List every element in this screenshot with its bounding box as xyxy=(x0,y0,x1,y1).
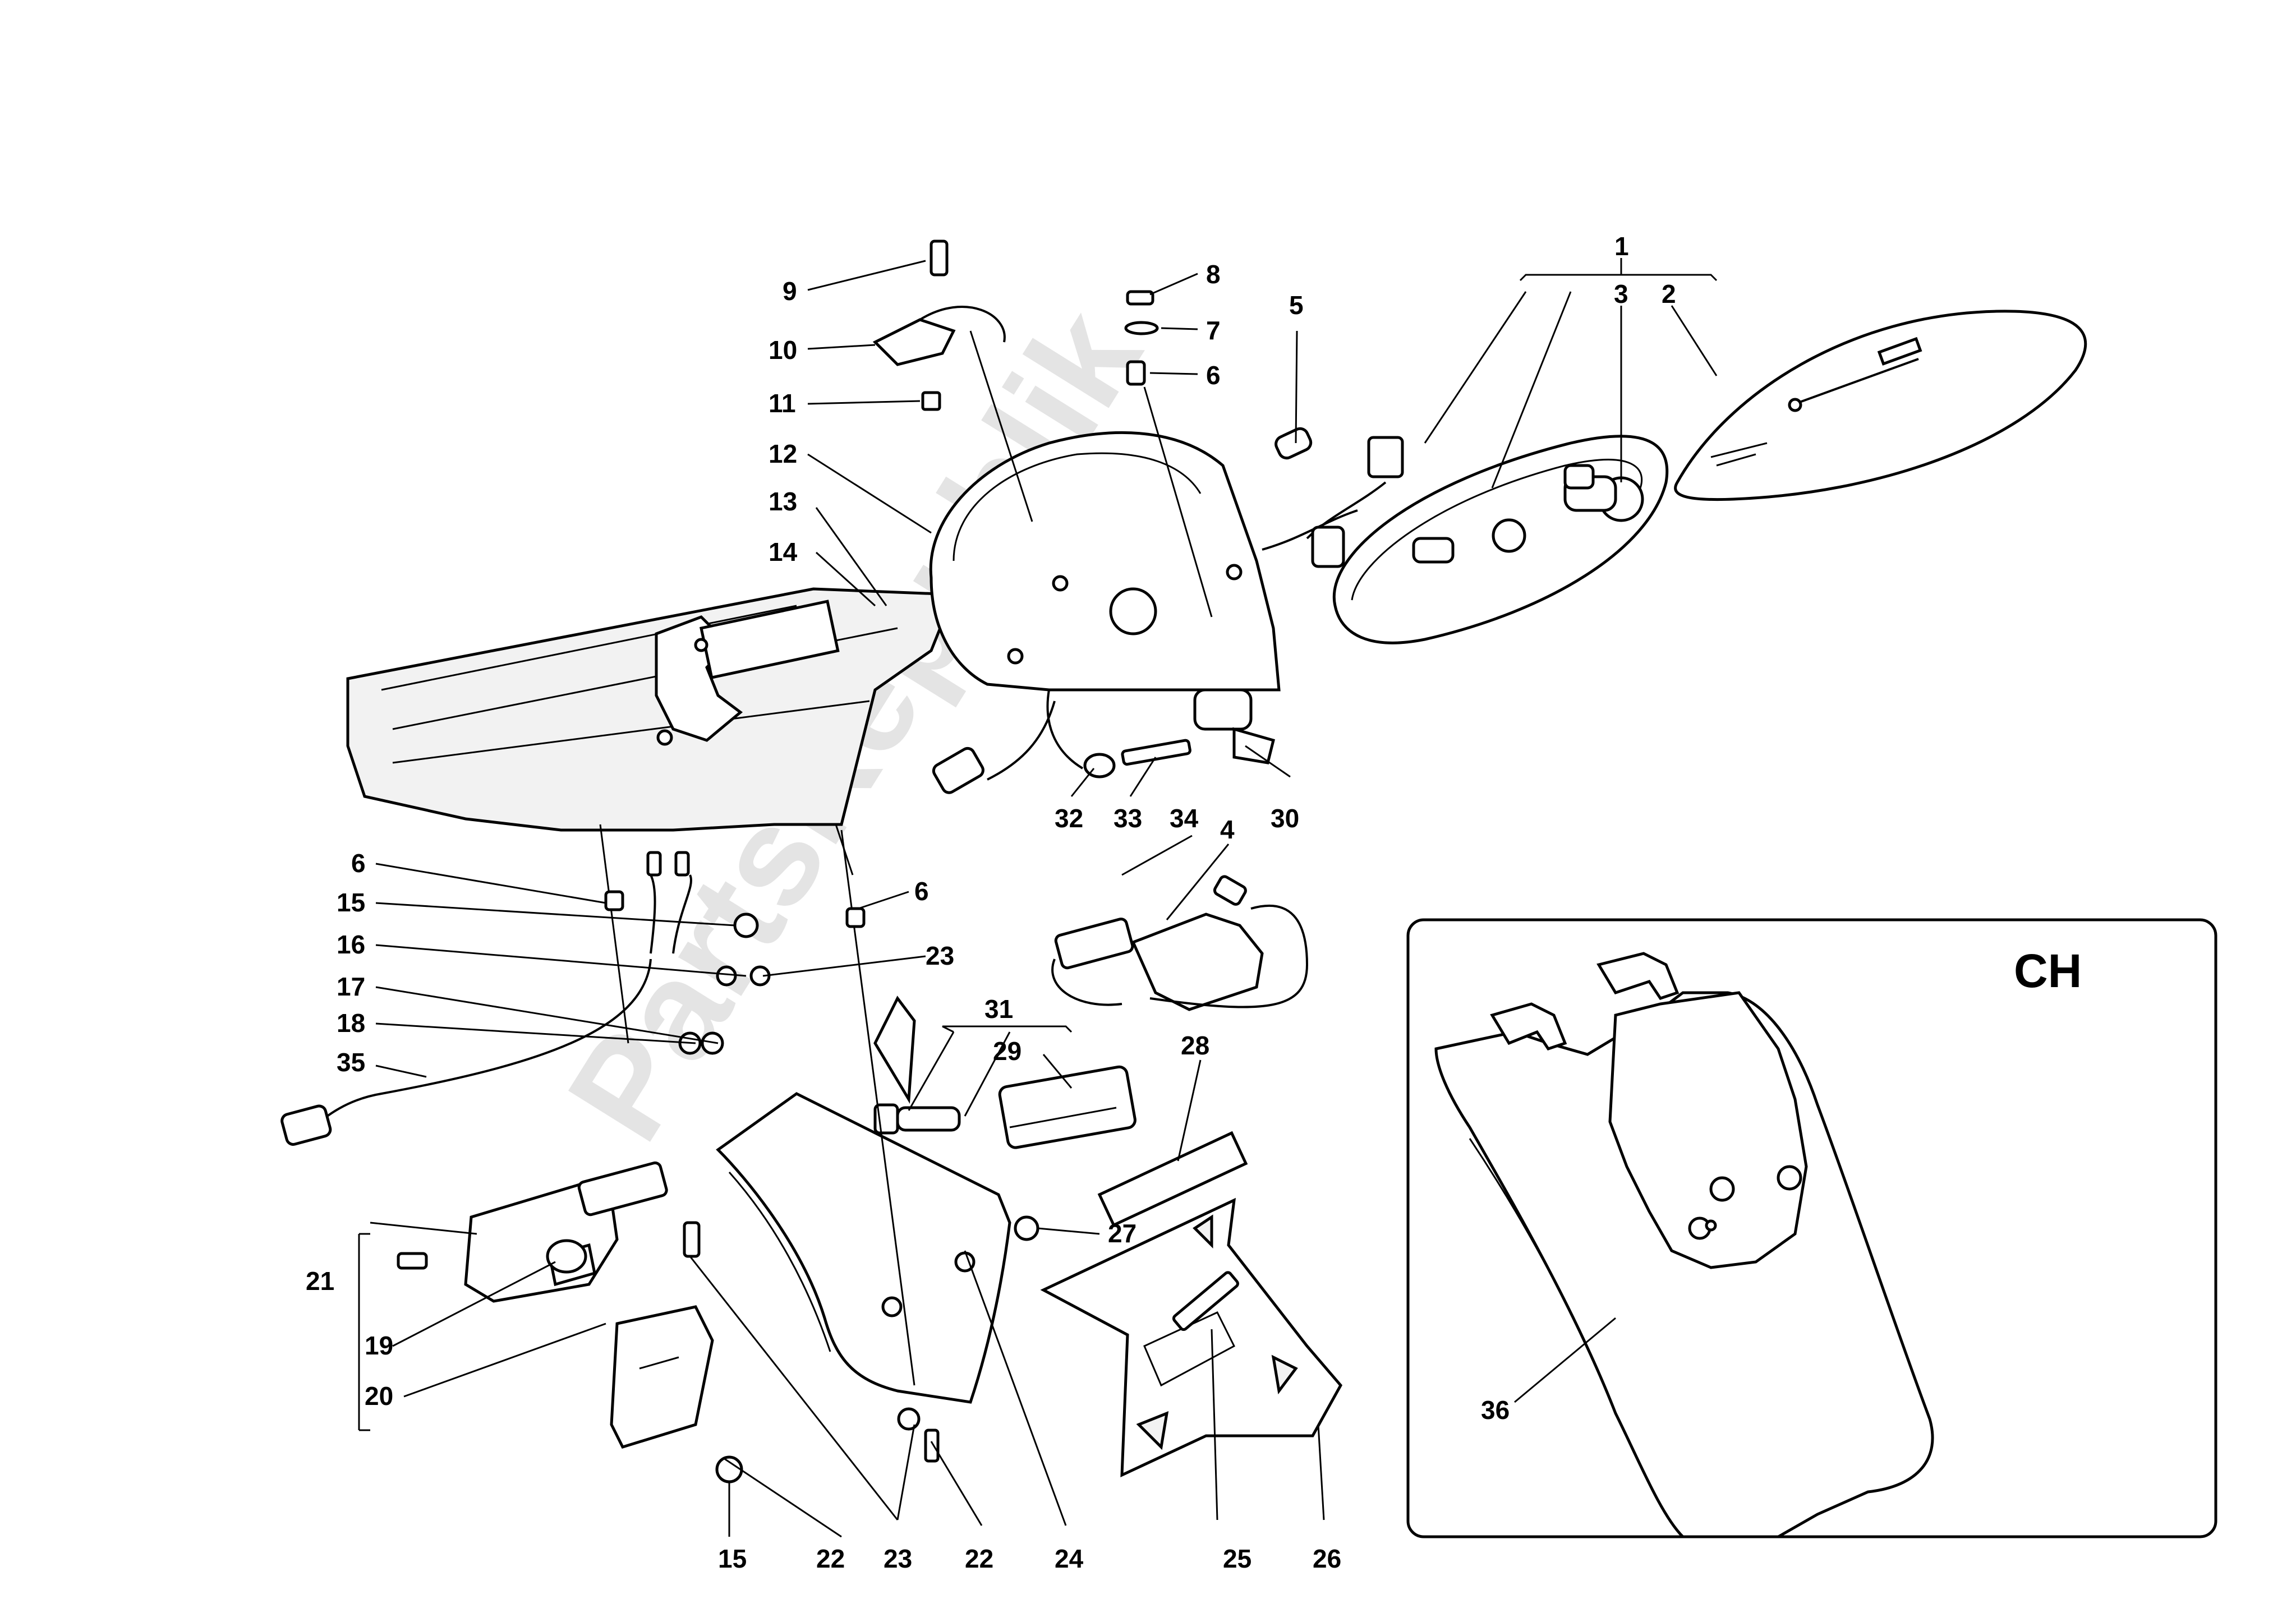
callout-23-upper: 23 xyxy=(926,941,954,970)
callout-26: 26 xyxy=(1313,1544,1341,1573)
connector-35 xyxy=(280,959,652,1146)
fasteners xyxy=(397,851,1039,1483)
callout-15-lower: 15 xyxy=(718,1544,747,1573)
callout-32: 32 xyxy=(1055,804,1083,833)
callout-30: 30 xyxy=(1271,804,1299,833)
callout-15-upper: 15 xyxy=(337,888,365,917)
inset-label: CH xyxy=(2014,944,2082,997)
tail-light-lens xyxy=(1674,310,2087,501)
callout-3: 3 xyxy=(1614,279,1628,308)
callout-14: 14 xyxy=(769,537,798,566)
callout-36: 36 xyxy=(1481,1395,1510,1425)
callout-35: 35 xyxy=(337,1048,365,1077)
callout-29: 29 xyxy=(993,1036,1022,1066)
callout-1: 1 xyxy=(1614,232,1629,261)
callout-6-mid: 6 xyxy=(914,877,929,906)
grommet xyxy=(1274,427,1313,460)
callout-24: 24 xyxy=(1055,1544,1084,1573)
callout-18: 18 xyxy=(337,1008,365,1038)
tail-light-bracket xyxy=(929,431,1358,769)
callout-19: 19 xyxy=(365,1331,393,1360)
license-plate-holder xyxy=(716,830,1011,1404)
callout-20: 20 xyxy=(365,1381,393,1411)
callout-8: 8 xyxy=(1206,260,1221,289)
callout-9: 9 xyxy=(783,277,797,306)
callout-33: 33 xyxy=(1114,804,1142,833)
ch-inset: CH 36 xyxy=(1406,918,2217,1538)
connector-left xyxy=(932,701,1056,794)
callout-17: 17 xyxy=(337,972,365,1001)
callout-12: 12 xyxy=(769,439,797,468)
callout-4: 4 xyxy=(1220,815,1235,844)
callout-21: 21 xyxy=(306,1266,334,1296)
callout-2: 2 xyxy=(1662,279,1676,308)
callout-31: 31 xyxy=(984,994,1013,1024)
callout-6-left: 6 xyxy=(351,849,366,878)
turn-signal-right xyxy=(1051,875,1309,1011)
callout-23-lower: 23 xyxy=(884,1544,912,1573)
rear-subframe xyxy=(346,587,956,1044)
callout-16: 16 xyxy=(337,930,365,959)
callout-6-top: 6 xyxy=(1206,361,1221,390)
callout-28: 28 xyxy=(1181,1031,1209,1060)
leader-lines xyxy=(358,258,1718,1538)
callout-11: 11 xyxy=(769,389,796,418)
callout-27: 27 xyxy=(1108,1219,1137,1248)
callout-25: 25 xyxy=(1223,1544,1251,1573)
license-plate-light xyxy=(873,1065,1137,1149)
reflector xyxy=(1097,1131,1248,1227)
callout-34: 34 xyxy=(1170,804,1199,833)
top-small-parts xyxy=(872,239,1213,618)
callout-22-right: 22 xyxy=(965,1544,993,1573)
tail-light-housing xyxy=(1306,435,1669,644)
callout-13: 13 xyxy=(769,487,797,516)
callouts: 1 2 3 4 5 6 6 6 7 8 9 10 11 12 13 14 15 … xyxy=(306,232,1676,1573)
callout-22-left: 22 xyxy=(816,1544,845,1573)
callout-7: 7 xyxy=(1206,316,1221,345)
callout-5: 5 xyxy=(1289,291,1304,320)
callout-10: 10 xyxy=(769,335,797,365)
plate-support xyxy=(1040,1197,1343,1478)
bolt-group-30-33 xyxy=(1083,688,1276,778)
turn-signal-left xyxy=(464,1161,714,1449)
